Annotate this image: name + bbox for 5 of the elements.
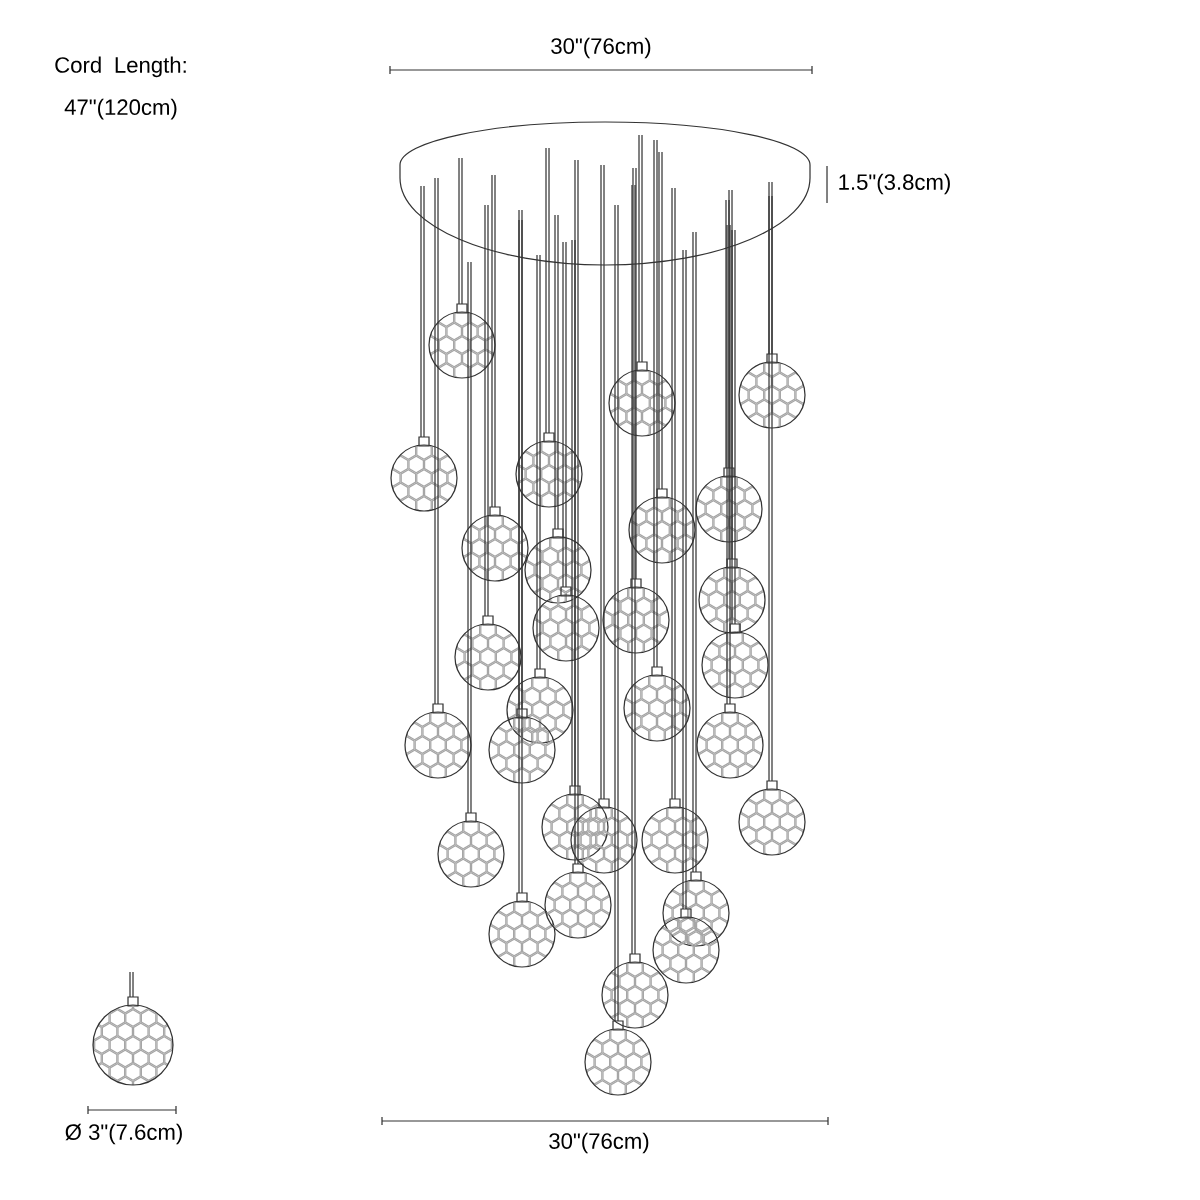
dimension-label: Cord Length: 47"(120cm) <box>55 56 186 120</box>
dimension-label: 30"(76cm) <box>551 37 651 59</box>
dimension-label: 1.5"(3.8cm) <box>839 173 950 195</box>
dimension-label: Ø 3"(7.6cm) <box>65 1123 182 1145</box>
dimension-label: 30"(76cm) <box>549 1132 649 1154</box>
